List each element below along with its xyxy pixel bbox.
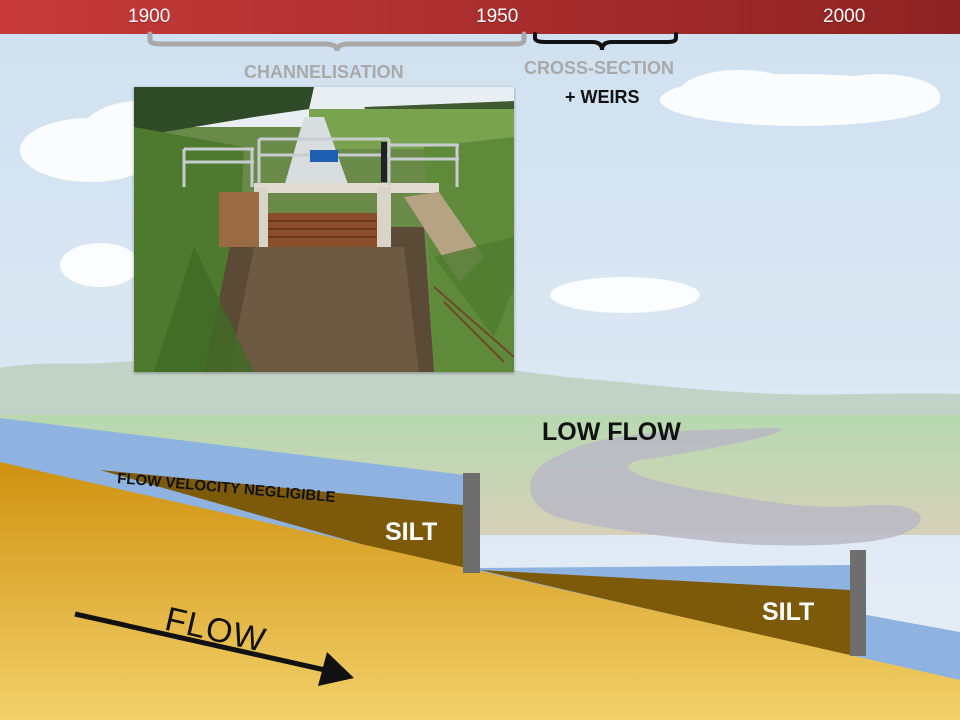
photo-railing: [182, 137, 459, 187]
timeline-bar: [0, 0, 960, 34]
channelisation-brace: [147, 31, 527, 52]
weirs-label: + WEIRS: [565, 87, 640, 107]
silt-upper-label: SILT: [385, 518, 438, 546]
weir-photo: [134, 87, 514, 372]
weir-upper: [463, 473, 480, 573]
flow-arrow-icon: [74, 611, 354, 686]
cross-section-brace: [533, 32, 678, 51]
year-2000-label: 2000: [823, 6, 866, 27]
photo-sign: [310, 150, 338, 162]
meander-river: [530, 428, 921, 546]
tree-line: [0, 361, 960, 420]
silt-lower-label: SILT: [762, 598, 815, 626]
year-1900-label: 1900: [128, 6, 171, 27]
channelisation-label: CHANNELISATION: [244, 62, 404, 82]
cross-section-label: CROSS-SECTION: [524, 58, 675, 78]
year-1950-label: 1950: [476, 6, 519, 27]
ground: [0, 462, 960, 720]
low-flow-label: LOW FLOW: [542, 418, 681, 446]
weir-lower: [850, 550, 866, 656]
